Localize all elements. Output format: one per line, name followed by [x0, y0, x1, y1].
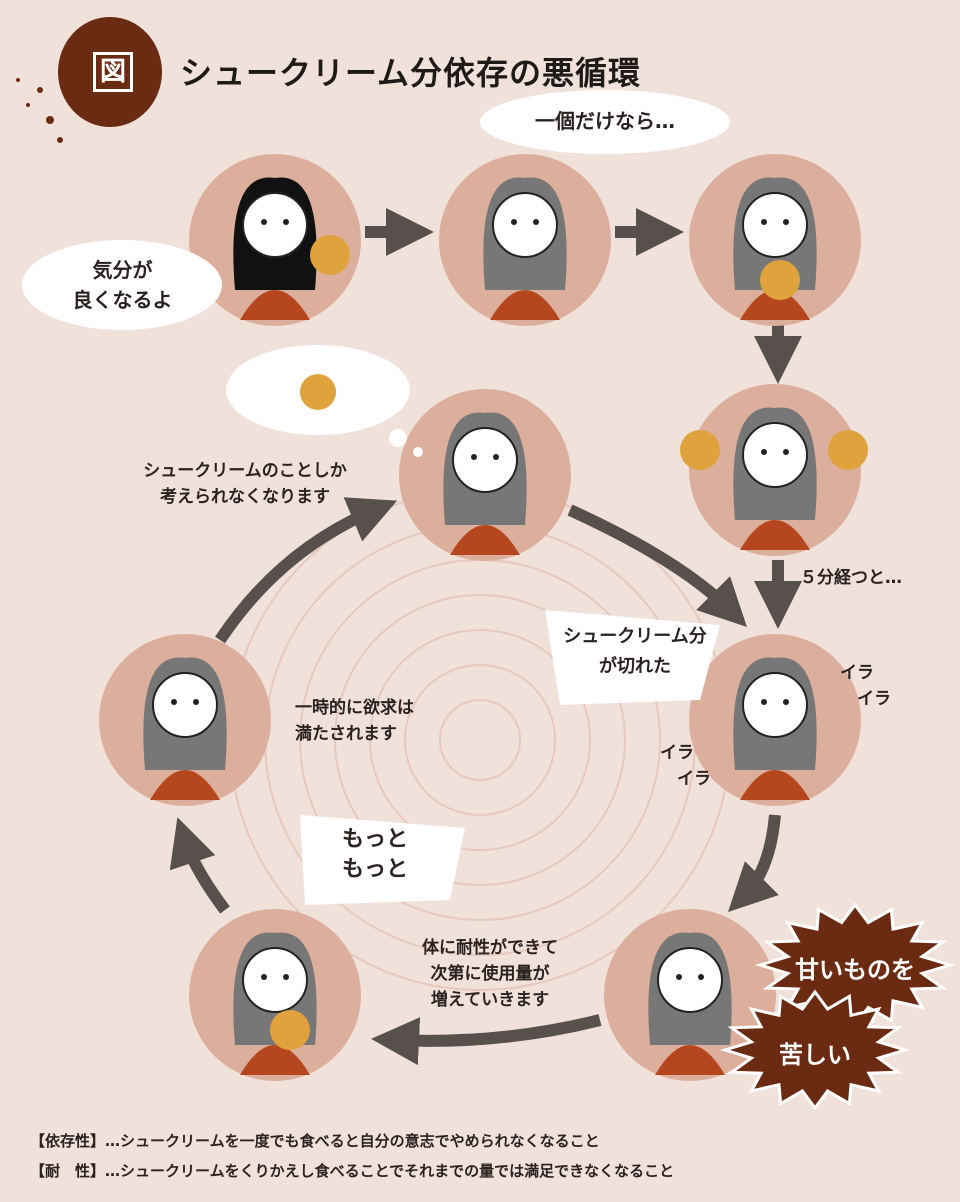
- label-tolerance: 体に耐性ができて 次第に使用量が 増えていきます: [422, 938, 558, 1010]
- label-ran-out: シュークリーム分 が切れた: [563, 626, 707, 677]
- label-satisfied: 一時的に欲求は 満たされます: [295, 698, 414, 744]
- character-5: [689, 634, 861, 806]
- character-1: [189, 154, 361, 326]
- label-irritated-1: イラ イラ: [840, 663, 891, 709]
- page-title: シュークリーム分依存の悪循環: [180, 54, 642, 92]
- footnote-term: 【依存性】: [30, 1132, 106, 1150]
- character-circles: [99, 154, 868, 1081]
- cream-puff-icon: [310, 235, 350, 275]
- arrow-6: [371, 1014, 602, 1066]
- label-five-min: ５分経つと…: [800, 568, 902, 588]
- cream-puff-icon: [270, 1010, 310, 1050]
- logo-splatter: [16, 17, 162, 143]
- bubble-more: [300, 815, 465, 905]
- character-3: [689, 154, 861, 326]
- bubble-just-one: [480, 90, 730, 154]
- figure-badge: 図: [93, 52, 133, 92]
- arrow-8: [215, 497, 398, 644]
- starburst-painful: [719, 989, 911, 1111]
- footnote-text: …シュークリームをくりかえし食べることでそれまでの量では満足できなくなること: [105, 1162, 675, 1180]
- cream-puff-icon: [760, 260, 800, 300]
- bubble-feel-good: [22, 240, 222, 330]
- character-6: [604, 909, 776, 1081]
- starburst-sweets: [754, 902, 956, 1028]
- character-8: [99, 634, 271, 806]
- footnote-tolerance: 【耐 性】…シュークリームをくりかえし食べることでそれまでの量では満足できなくな…: [30, 1160, 674, 1181]
- arrow-5: [728, 814, 781, 912]
- character-4: [689, 384, 861, 556]
- starbursts: [719, 902, 956, 1111]
- label-sweets: 甘いものを: [795, 956, 915, 984]
- cream-puff-icon: [300, 374, 336, 410]
- arrows: [169, 208, 802, 1066]
- footnote-term: 【耐 性】: [30, 1162, 106, 1180]
- cream-puff-icon: [680, 430, 720, 470]
- character-7: [189, 909, 361, 1081]
- label-feel-good: 気分が 良くなるよ: [72, 258, 173, 312]
- bubble-ran-out: [545, 610, 720, 705]
- label-only-think: シュークリームのことしか 考えられなくなります: [143, 461, 347, 507]
- arrow-7: [169, 817, 230, 914]
- label-irritated-2: イラ イラ: [660, 743, 711, 789]
- character-9: [399, 389, 571, 561]
- label-painful: 苦しい: [779, 1041, 851, 1069]
- footnote-dependence: 【依存性】…シュークリームを一度でも食べると自分の意志でやめられなくなること: [30, 1130, 600, 1151]
- character-2: [439, 154, 611, 326]
- arrow-9: [567, 504, 747, 627]
- label-more: もっと もっと: [341, 827, 408, 882]
- cream-puff-icon: [828, 430, 868, 470]
- footnote-text: …シュークリームを一度でも食べると自分の意志でやめられなくなること: [105, 1132, 600, 1150]
- label-just-one: 一個だけなら…: [535, 109, 675, 133]
